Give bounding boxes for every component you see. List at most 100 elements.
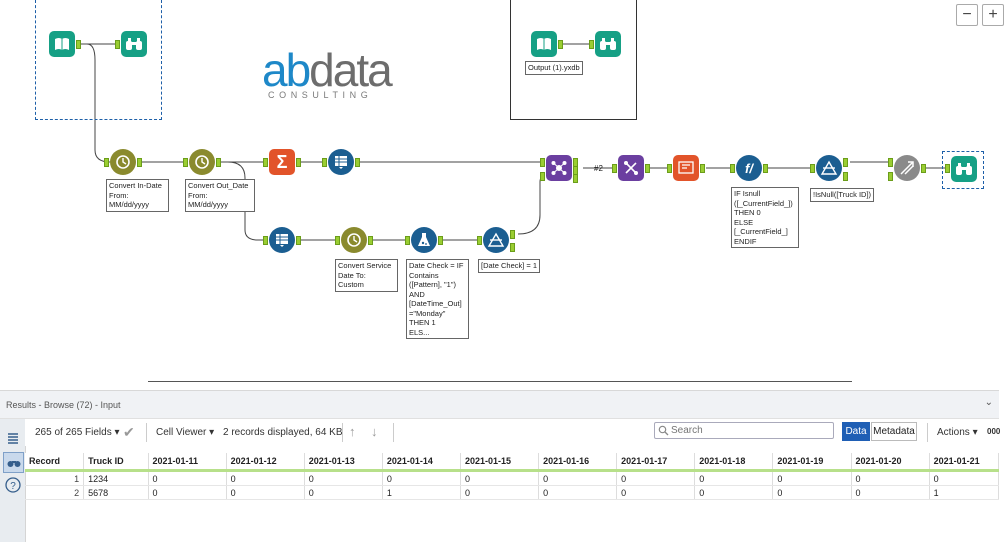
table-cell[interactable]: 0 <box>694 470 774 486</box>
table-cell[interactable]: 0 <box>304 470 383 486</box>
join-right-anchor[interactable] <box>540 172 545 181</box>
transpose-tool-icon[interactable] <box>618 155 644 181</box>
table-cell[interactable]: 0 <box>304 485 383 500</box>
column-header[interactable]: 2021-01-13 <box>304 453 383 472</box>
column-header[interactable]: Truck ID <box>83 453 149 472</box>
browse-tool-icon[interactable] <box>595 31 621 57</box>
filter-false-anchor[interactable] <box>843 172 848 181</box>
table-cell[interactable]: 1 <box>929 485 1000 500</box>
datetime-tool-icon[interactable] <box>110 149 136 175</box>
browse-tool-icon[interactable] <box>951 156 977 182</box>
table-cell[interactable]: 0 <box>851 470 930 486</box>
table-cell[interactable]: 0 <box>851 485 930 500</box>
table-view-icon[interactable] <box>3 429 22 448</box>
table-cell[interactable]: 0 <box>772 470 852 486</box>
filter-tool-icon[interactable] <box>483 227 509 253</box>
datetime-tool-icon[interactable] <box>189 149 215 175</box>
table-cell[interactable]: 0 <box>460 485 540 500</box>
table-cell[interactable]: 0 <box>226 485 305 500</box>
column-header[interactable]: 2021-01-11 <box>148 453 227 472</box>
cross-tab-tool-icon[interactable] <box>269 227 295 253</box>
table-cell[interactable]: 0 <box>226 470 305 486</box>
join-output-anchor[interactable] <box>573 174 578 183</box>
cross-tab-transform-icon[interactable] <box>673 155 699 181</box>
table-row[interactable]: 1 1234 0 0 0 0 0 0 0 0 0 0 0 <box>25 470 1000 486</box>
browse-input-anchor[interactable] <box>945 164 950 173</box>
tool-output-anchor[interactable] <box>137 158 142 167</box>
tool-output-anchor[interactable] <box>355 158 360 167</box>
more-options-button[interactable]: 000 <box>987 427 1001 436</box>
fields-selector[interactable]: 265 of 265 Fields ▾ <box>35 427 120 438</box>
union-tool-icon[interactable] <box>894 155 920 181</box>
panel-splitter[interactable] <box>148 381 852 382</box>
tool-input-anchor[interactable] <box>104 158 109 167</box>
table-cell[interactable]: 0 <box>148 485 227 500</box>
table-cell[interactable]: 0 <box>460 470 540 486</box>
join-tool-icon[interactable] <box>546 155 572 181</box>
table-cell[interactable]: 0 <box>929 470 1000 486</box>
tool-input-anchor[interactable] <box>263 158 268 167</box>
input-output-anchor[interactable] <box>558 40 563 49</box>
tool-input-anchor[interactable] <box>263 236 268 245</box>
multi-field-formula-icon[interactable]: f/ <box>736 155 762 181</box>
input-data-tool-icon[interactable] <box>49 31 75 57</box>
table-row[interactable]: 2 5678 0 0 0 1 0 0 0 0 0 0 1 <box>25 485 1000 500</box>
filter-true-anchor[interactable] <box>510 230 515 239</box>
tool-output-anchor[interactable] <box>368 236 373 245</box>
input-output-anchor[interactable] <box>76 40 81 49</box>
table-cell[interactable]: 0 <box>382 470 461 486</box>
column-header[interactable]: 2021-01-20 <box>851 453 930 472</box>
tool-input-anchor[interactable] <box>322 158 327 167</box>
tool-output-anchor[interactable] <box>296 158 301 167</box>
zoom-in-button[interactable]: + <box>982 4 1004 26</box>
tool-input-anchor[interactable] <box>888 172 893 181</box>
table-cell[interactable]: 1 <box>382 485 461 500</box>
input-container[interactable] <box>35 0 162 120</box>
join-left-anchor[interactable] <box>540 158 545 167</box>
filter-false-anchor[interactable] <box>510 243 515 252</box>
table-cell[interactable]: 0 <box>538 470 618 486</box>
filter-true-anchor[interactable] <box>843 158 848 167</box>
input-data-tool-icon[interactable] <box>531 31 557 57</box>
column-header[interactable]: Record <box>25 453 85 472</box>
tool-input-anchor[interactable] <box>405 236 410 245</box>
formula-tool-icon[interactable] <box>411 227 437 253</box>
data-tab-button[interactable]: Data <box>842 422 870 441</box>
zoom-out-button[interactable]: − <box>956 4 978 26</box>
tool-output-anchor[interactable] <box>296 236 301 245</box>
output-container[interactable] <box>510 0 637 120</box>
column-header[interactable]: 2021-01-17 <box>616 453 696 472</box>
datetime-tool-icon[interactable] <box>341 227 367 253</box>
search-field[interactable] <box>654 422 834 439</box>
tool-input-anchor[interactable] <box>667 164 672 173</box>
tool-input-anchor[interactable] <box>612 164 617 173</box>
browse-tool-icon[interactable] <box>121 31 147 57</box>
arrow-down-icon[interactable]: ↓ <box>371 424 378 439</box>
column-header[interactable]: 2021-01-12 <box>226 453 305 472</box>
browse-input-anchor[interactable] <box>115 40 120 49</box>
cross-tab-tool-icon[interactable] <box>328 149 354 175</box>
metadata-tab-button[interactable]: Metadata <box>871 422 917 441</box>
column-header[interactable]: 2021-01-21 <box>929 453 1000 472</box>
browse-input-anchor[interactable] <box>589 40 594 49</box>
workflow-canvas[interactable]: Output (1).yxdb abdata CONSULTING − + Co… <box>0 0 1004 385</box>
column-header[interactable]: 2021-01-18 <box>694 453 774 472</box>
table-cell[interactable]: 0 <box>538 485 618 500</box>
table-cell[interactable]: 0 <box>772 485 852 500</box>
table-cell[interactable]: 5678 <box>83 485 149 500</box>
tool-input-anchor[interactable] <box>888 158 893 167</box>
collapse-icon[interactable]: ⌄ <box>984 397 993 408</box>
column-header[interactable]: 2021-01-15 <box>460 453 540 472</box>
tool-output-anchor[interactable] <box>216 158 221 167</box>
browse-binoculars-icon[interactable] <box>3 452 24 473</box>
tool-output-anchor[interactable] <box>763 164 768 173</box>
tool-output-anchor[interactable] <box>438 236 443 245</box>
tool-output-anchor[interactable] <box>921 164 926 173</box>
apply-check-icon[interactable]: ✔ <box>123 424 135 440</box>
tool-input-anchor[interactable] <box>477 236 482 245</box>
summarize-tool-icon[interactable]: Σ <box>269 149 295 175</box>
tool-input-anchor[interactable] <box>335 236 340 245</box>
table-cell[interactable]: 1234 <box>83 470 149 486</box>
tool-input-anchor[interactable] <box>183 158 188 167</box>
tool-input-anchor[interactable] <box>730 164 735 173</box>
